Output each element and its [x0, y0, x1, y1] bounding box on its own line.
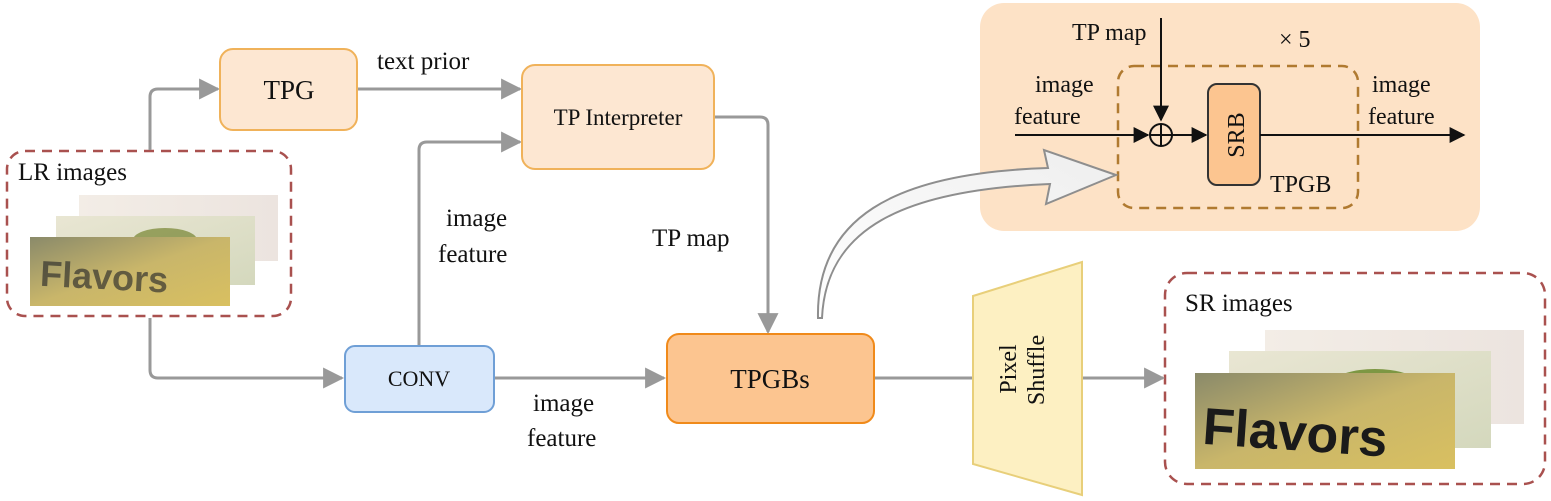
tpgbs-label: TPGBs: [730, 364, 810, 394]
tp-map-label: TP map: [652, 225, 730, 252]
lr-to-tpg-arrow: [148, 78, 221, 150]
lr-image-text: Flavors: [39, 253, 169, 301]
expand-detail-arrow: [816, 148, 1119, 319]
detail-output-feature-label-1: image: [1372, 72, 1431, 98]
detail-input-feature-label-1: image: [1035, 72, 1094, 98]
text-prior-label: text prior: [377, 48, 470, 75]
bottom-feature-label-2: feature: [527, 425, 596, 452]
conv-to-interpreter-arrow: [417, 131, 523, 346]
conv-feature-label-2: feature: [438, 241, 507, 268]
sr-image-front: [1195, 373, 1455, 469]
lr-images-label: LR images: [18, 159, 127, 186]
lr-images-group: LR images Flavors: [5, 149, 293, 318]
srb-label: SRB: [1224, 112, 1250, 157]
conv-feature-label-1: image: [446, 205, 507, 232]
repeat-count-label: × 5: [1279, 27, 1311, 53]
pixel-shuffle-label-2: Shuffle: [1024, 335, 1050, 405]
lr-to-conv-arrow: [148, 318, 345, 389]
bottom-feature-label-1: image: [533, 390, 594, 417]
detail-output-feature-label-2: feature: [1368, 104, 1435, 130]
pixel-shuffle-label-1: Pixel: [996, 344, 1022, 394]
tpgb-label: TPGB: [1270, 172, 1331, 198]
lr-images-dashed-frame: [5, 149, 293, 318]
connectors: [148, 78, 1166, 389]
detail-tp-map-label: TP map: [1072, 20, 1146, 46]
sr-images-label: SR images: [1185, 290, 1293, 317]
interpreter-to-tpgbs-arrow: [714, 115, 779, 335]
lr-image-front: [30, 237, 230, 306]
detail-input-feature-label-2: feature: [1014, 104, 1081, 130]
tpg-label: TPG: [263, 75, 314, 105]
elementwise-add-icon: [1149, 123, 1173, 147]
tpgbs-node: TPGBs: [666, 333, 875, 424]
tp-interpreter-node: TP Interpreter: [521, 64, 715, 170]
conv-label: CONV: [388, 366, 450, 391]
tp-interpreter-label: TP Interpreter: [554, 105, 683, 130]
conv-node: CONV: [344, 345, 495, 413]
pixel-shuffle-node: Pixel Shuffle: [972, 260, 1083, 497]
tpgb-dashed-box: [1116, 64, 1360, 210]
sr-image-text: Flavors: [1201, 398, 1390, 469]
sr-images-group: SR images Flavors: [1163, 271, 1547, 486]
tpg-node: TPG: [219, 48, 358, 131]
